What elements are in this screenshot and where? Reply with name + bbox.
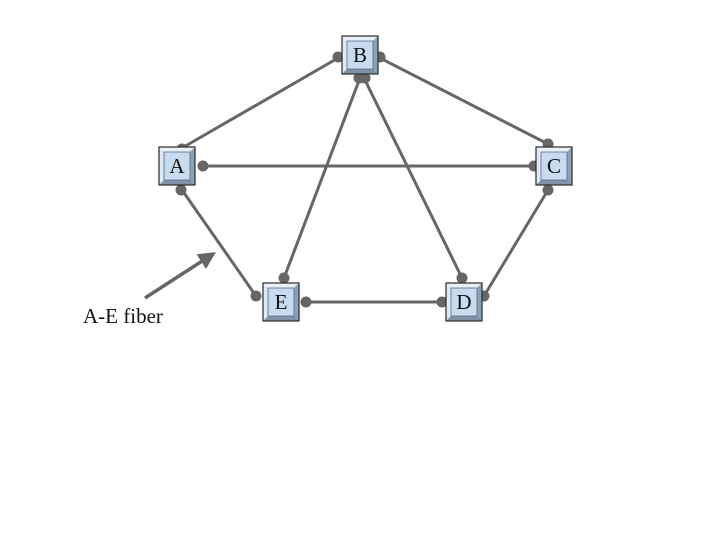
port-dot — [359, 72, 371, 84]
node-label: A — [169, 154, 185, 178]
node-label: D — [456, 290, 471, 314]
port-dot — [436, 296, 448, 308]
node-a[interactable]: A — [158, 146, 196, 186]
link-b-e[interactable] — [282, 77, 362, 279]
port-dot — [250, 290, 262, 302]
callout-arrow — [144, 252, 216, 300]
node-b[interactable]: B — [341, 35, 379, 75]
port-dot — [300, 296, 312, 308]
port-dot — [197, 160, 209, 172]
ports-layer — [175, 51, 554, 308]
node-label: B — [353, 43, 367, 67]
link-c-d[interactable] — [482, 189, 550, 297]
node-e[interactable]: E — [262, 282, 300, 322]
link-a-e[interactable] — [180, 189, 258, 297]
link-b-d[interactable] — [362, 77, 464, 279]
links-layer — [180, 56, 550, 304]
link-b-c[interactable] — [379, 56, 549, 146]
port-dot — [278, 272, 290, 284]
nodes-layer: A B C — [158, 35, 573, 322]
port-dot — [456, 272, 468, 284]
node-label: C — [547, 154, 561, 178]
port-dot — [332, 51, 344, 63]
callout-label: A-E fiber — [83, 304, 163, 328]
port-dot — [542, 184, 554, 196]
node-label: E — [275, 290, 288, 314]
link-a-b[interactable] — [181, 56, 339, 150]
port-dot — [175, 184, 187, 196]
node-d[interactable]: D — [445, 282, 483, 322]
callout: A-E fiber — [83, 252, 216, 328]
node-c[interactable]: C — [535, 146, 573, 186]
